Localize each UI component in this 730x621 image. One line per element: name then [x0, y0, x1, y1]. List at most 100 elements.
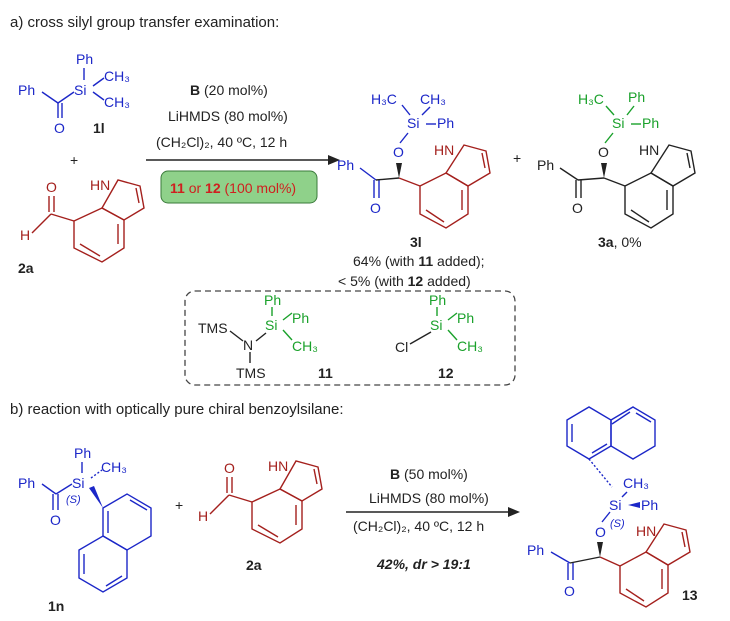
13-naph-ring1	[566, 406, 612, 460]
compound-11: TMS N TMS Si Ph Ph CH₃ 11	[198, 292, 333, 381]
3l-nh: HN	[434, 142, 454, 158]
3a-ph: Ph	[537, 157, 554, 173]
1l-label: 1l	[93, 120, 105, 136]
compound-13: CH₃ Si Ph (S) O Ph O HN 13	[527, 406, 698, 608]
12-si: Si	[430, 317, 442, 333]
11-bond-n-si	[255, 332, 267, 342]
3a-si: Si	[612, 115, 624, 131]
3l-bond-me2	[421, 106, 431, 116]
2a-a-h: H	[20, 227, 30, 243]
3a-bond-ph1	[626, 105, 635, 116]
2a-b-pyrrole	[279, 460, 323, 502]
1n-o: O	[50, 512, 61, 528]
1n-ph-si: Ph	[74, 445, 91, 461]
13-bond-c-ring	[599, 556, 621, 567]
3l-bond-ph-c	[359, 167, 377, 181]
2a-b-bond-h-c	[209, 494, 230, 515]
12-bond-cl-si	[409, 331, 432, 345]
cond-a-solvent: (CH₂Cl)₂, 40 ºC, 12 h	[156, 134, 287, 150]
13-ph: Ph	[527, 542, 544, 558]
compound-12: Cl Si Ph Ph CH₃ 12	[395, 292, 483, 381]
3l-co: O	[370, 200, 381, 216]
2a-a-nh: HN	[90, 177, 110, 193]
3l-h3c: H₃C	[371, 91, 397, 107]
2a-b-db1	[257, 524, 279, 538]
1l-bond-c-si	[57, 91, 75, 104]
13-db2	[591, 443, 608, 454]
3a-ph1: Ph	[628, 89, 645, 105]
13-si: Si	[609, 497, 621, 513]
1n-naph-ring2	[78, 535, 128, 593]
reagent-box	[184, 290, 516, 386]
13-wedge	[597, 542, 603, 557]
conditions-a: B (20 mol%) LiHMDS (80 mol%) (CH₂Cl)₂, 4…	[146, 82, 340, 204]
1n-bond-c-si	[55, 483, 73, 495]
2a-a-o: O	[46, 179, 57, 195]
2a-a-bond-c-ring	[50, 213, 75, 222]
section-b-heading: b) reaction with optically pure chiral b…	[10, 401, 344, 418]
2a-b-o: O	[224, 460, 235, 476]
3l-pyrrole	[445, 144, 491, 187]
2a-a-bond-h-c	[31, 213, 52, 234]
1n-wedge	[89, 486, 103, 508]
3l-db3	[481, 152, 486, 169]
13-bond-si-me	[621, 491, 628, 498]
1n-naph-ring1	[102, 493, 152, 551]
2a-a-db3	[135, 187, 140, 204]
2a-b-h: H	[198, 508, 208, 524]
13-stereo: (S)	[610, 518, 625, 530]
arrow-a-head	[328, 155, 340, 165]
1n-db1	[129, 499, 148, 511]
1l-bond-si-me2	[92, 91, 105, 101]
13-bond-si-o	[601, 511, 611, 523]
cond-b-solvent: (CH₂Cl)₂, 40 ºC, 12 h	[353, 518, 484, 534]
cond-a-catalyst: B (20 mol%)	[190, 82, 268, 98]
1n-stereo: (S)	[66, 494, 81, 506]
13-bond-naph-si	[588, 458, 613, 488]
12-ch3: CH₃	[457, 338, 483, 354]
11-tms1: TMS	[198, 320, 228, 336]
1l-me1: CH₃	[104, 68, 130, 84]
compound-1l: Ph O Si Ph CH₃ CH₃ 1l	[18, 51, 130, 136]
12-cl: Cl	[395, 339, 408, 355]
13-naph-ring2	[610, 406, 656, 460]
3a-o: O	[598, 144, 609, 160]
12-bond-ph2	[447, 312, 458, 321]
1l-bond-si-me1	[92, 77, 105, 87]
13-db7	[681, 531, 686, 548]
3a-bond-ph-c	[559, 167, 579, 181]
1l-ph-si: Ph	[76, 51, 93, 67]
3a-bond-si-o	[604, 132, 614, 144]
3l-si: Si	[407, 115, 419, 131]
11-tms2: TMS	[236, 365, 266, 381]
1l-bond-ph-c	[41, 91, 59, 104]
3l-ph: Ph	[337, 157, 354, 173]
11-si: Si	[265, 317, 277, 333]
3a-wedge	[601, 163, 607, 178]
12-ph2: Ph	[457, 310, 474, 326]
3l-label: 3l	[410, 234, 422, 250]
1n-ph: Ph	[18, 475, 35, 491]
additive-highlight	[160, 170, 318, 204]
1n-label: 1n	[48, 598, 64, 614]
3l-wedge	[396, 163, 402, 178]
11-n: N	[243, 337, 253, 353]
2a-a-label: 2a	[18, 260, 34, 276]
12-bond-me	[447, 329, 458, 341]
12-ph1: Ph	[429, 292, 446, 308]
3a-bond-c-ring	[603, 177, 626, 187]
2a-b-bond-c-ring	[228, 494, 253, 503]
cond-a-base: LiHMDS (80 mol%)	[168, 108, 288, 124]
11-ph1: Ph	[264, 292, 281, 308]
compound-3l: H₃C CH₃ Si Ph O Ph O HN 3l 64% (with 11 …	[337, 91, 491, 289]
3a-co: O	[572, 200, 583, 216]
11-label: 11	[318, 365, 333, 381]
cond-a-additive: 11 or 12 (100 mol%)	[170, 180, 296, 196]
3l-yield-2: < 5% (with 12 added)	[338, 273, 471, 289]
3l-bond-c-ring	[398, 177, 421, 187]
3l-bond-me1	[401, 104, 411, 116]
11-ph2: Ph	[292, 310, 309, 326]
compound-2a-b: O H HN 2a	[198, 458, 323, 573]
1n-bond-ph-c	[41, 483, 57, 495]
